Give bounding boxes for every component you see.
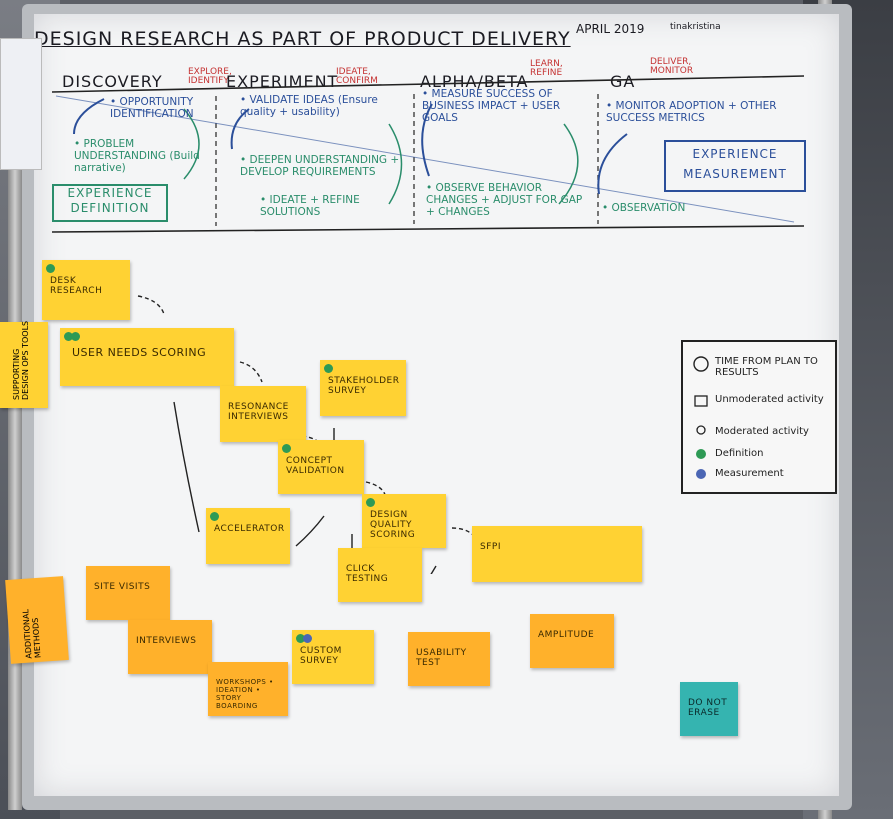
sticky-interviews: INTERVIEWS <box>128 620 212 674</box>
definition-dot <box>366 498 375 507</box>
sticky-label: AMPLITUDE <box>538 630 595 640</box>
legend: TIME FROM PLAN TO RESULTS Unmoderated ac… <box>681 340 837 494</box>
phase-alpha-tag: LEARN, REFINE <box>530 59 563 78</box>
note-problem: • PROBLEM UNDERSTANDING (Build narrative… <box>74 138 200 174</box>
definition-dot <box>210 512 219 521</box>
board-date: APRIL 2019 <box>576 22 645 36</box>
sticky-label: SITE VISITS <box>94 582 151 592</box>
phase-alpha-beta: ALPHA/BETA <box>420 72 529 91</box>
board-author: tinakristina <box>670 22 721 32</box>
note-deepen: • DEEPEN UNDERSTANDING + DEVELOP REQUIRE… <box>240 154 400 178</box>
note-monitor: • MONITOR ADOPTION + OTHER SUCCESS METRI… <box>606 100 777 124</box>
whiteboard: DESIGN RESEARCH AS PART OF PRODUCT DELIV… <box>34 14 839 796</box>
legend-time: TIME FROM PLAN TO RESULTS <box>715 356 818 378</box>
sticky-amplitude: AMPLITUDE <box>530 614 614 668</box>
sticky-click-testing: CLICK TESTING <box>338 548 422 602</box>
legend-definition: Definition <box>715 448 764 459</box>
sticky-stakeholder-survey: STAKEHOLDER SURVEY <box>320 360 406 416</box>
experience-measurement-box: EXPERIENCE MEASUREMENT <box>664 140 806 192</box>
paper-on-wall <box>0 38 42 170</box>
sticky-desk-research: DESK RESEARCH <box>42 260 130 320</box>
sticky-label: SFPI <box>480 542 501 552</box>
definition-dot <box>324 364 333 373</box>
definition-dot <box>71 332 80 341</box>
phase-table-lines <box>51 75 805 233</box>
sticky-label: INTERVIEWS <box>136 636 197 646</box>
sticky-label: SUPPORTING DESIGN OPS TOOLS <box>12 320 30 400</box>
phase-experiment-tag: IDEATE, CONFIRM <box>336 67 378 86</box>
board-title: DESIGN RESEARCH AS PART OF PRODUCT DELIV… <box>34 28 571 50</box>
note-observe: • OBSERVE BEHAVIOR CHANGES + ADJUST FOR … <box>426 182 583 218</box>
sticky-label: USER NEEDS SCORING <box>72 346 207 359</box>
note-measure: • MEASURE SUCCESS OF BUSINESS IMPACT + U… <box>422 88 561 124</box>
sticky-usability-test: USABILITY TEST <box>408 632 490 686</box>
sticky-accelerator: ACCELERATOR <box>206 508 290 564</box>
stand-pole-left <box>8 170 22 810</box>
do-not-erase-label: DO NOT ERASE <box>688 698 728 718</box>
sticky-sfpi: SFPI <box>472 526 642 582</box>
sticky-label: WORKSHOPS • IDEATION • STORY BOARDING <box>216 678 274 710</box>
legend-moderated: Moderated activity <box>715 426 809 437</box>
sticky-supporting-design-ops: SUPPORTING DESIGN OPS TOOLS <box>0 320 48 408</box>
note-observation: • OBSERVATION <box>602 202 686 214</box>
sticky-label: STAKEHOLDER SURVEY <box>328 376 400 396</box>
legend-unmoderated: Unmoderated activity <box>715 394 824 405</box>
legend-measurement: Measurement <box>715 468 784 479</box>
sticky-label: USABILITY TEST <box>416 648 467 668</box>
sticky-label: DESK RESEARCH <box>50 276 103 296</box>
experience-definition-box: EXPERIENCE DEFINITION <box>52 184 168 222</box>
sticky-resonance-interviews: RESONANCE INTERVIEWS <box>220 386 306 442</box>
measurement-dot <box>303 634 312 643</box>
sticky-concept-validation: CONCEPT VALIDATION <box>278 440 364 494</box>
phase-ga: GA <box>610 72 636 91</box>
phase-discovery: DISCOVERY <box>62 72 163 91</box>
sticky-label: CONCEPT VALIDATION <box>286 456 345 476</box>
sticky-do-not-erase: DO NOT ERASE <box>680 682 738 736</box>
phase-ga-tag: DELIVER, MONITOR <box>650 57 694 76</box>
legend-icons <box>693 356 709 479</box>
sticky-design-quality-scoring: DESIGN QUALITY SCORING <box>362 494 446 548</box>
note-validate: • VALIDATE IDEAS (Ensure quality + usabi… <box>240 94 378 118</box>
phase-discovery-tag: EXPLORE, IDENTIFY <box>188 67 232 86</box>
sticky-user-needs-scoring: USER NEEDS SCORING <box>60 328 234 386</box>
note-ideate: • IDEATE + REFINE SOLUTIONS <box>260 194 360 218</box>
sticky-label: ACCELERATOR <box>214 524 285 534</box>
sticky-label: RESONANCE INTERVIEWS <box>228 402 289 422</box>
sticky-site-visits: SITE VISITS <box>86 566 170 620</box>
sticky-label: DESIGN QUALITY SCORING <box>370 510 416 540</box>
definition-dot <box>46 264 55 273</box>
sticky-label: ADDITIONAL METHODS <box>21 608 43 659</box>
sticky-label: CLICK TESTING <box>346 564 389 584</box>
sticky-label: CUSTOM SURVEY <box>300 646 342 666</box>
sticky-custom-survey: CUSTOM SURVEY <box>292 630 374 684</box>
definition-dot <box>64 332 73 341</box>
definition-dot <box>282 444 291 453</box>
sticky-workshops: WORKSHOPS • IDEATION • STORY BOARDING <box>208 662 288 716</box>
note-opportunity: • OPPORTUNITY IDENTIFICATION <box>110 96 194 120</box>
sticky-additional-methods: ADDITIONAL METHODS <box>5 576 69 664</box>
definition-dot <box>296 634 305 643</box>
